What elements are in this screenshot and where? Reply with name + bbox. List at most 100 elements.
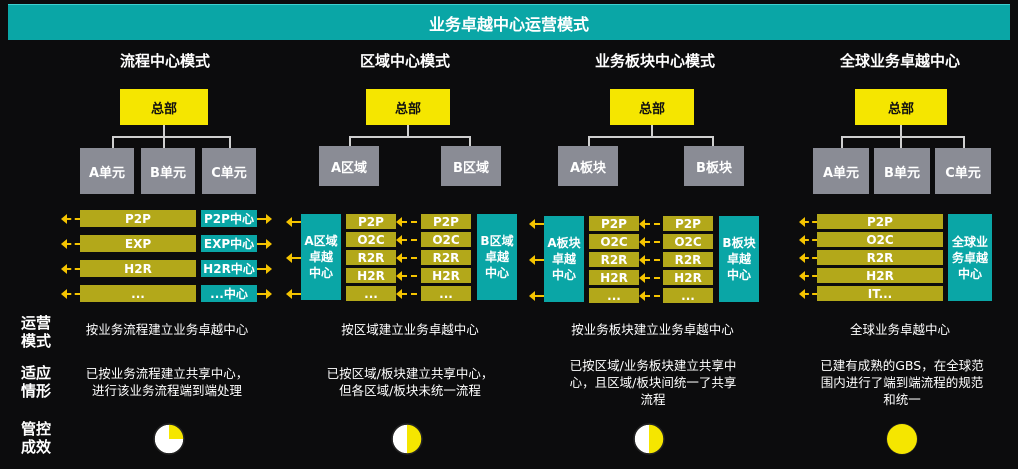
panel4-unit-b: B单元: [874, 148, 930, 194]
connector: [841, 136, 965, 138]
page-title: 业务卓越中心运营模式: [428, 14, 589, 34]
panel1-title: 流程中心模式: [119, 52, 210, 70]
arrow: [396, 235, 417, 245]
panel2-process-b: O2C: [421, 232, 471, 247]
panel2-process-b: R2R: [421, 250, 471, 265]
panel2-fit-text: 已按区域/板块建立共享中心，但各区域/板块未统一流程: [326, 366, 494, 398]
panel3-process-b: ...: [663, 288, 713, 303]
panel1-unit-b: B单元: [141, 148, 195, 194]
panel4-unit-a: A单元: [813, 148, 869, 194]
arrow: [799, 217, 817, 227]
panel4-hq-box: 总部: [855, 89, 947, 125]
panel1-process: ...: [80, 285, 196, 302]
arrow: [396, 253, 417, 263]
panel1-ops-text: 按业务流程建立业务卓越中心: [85, 322, 249, 337]
arrow: [257, 264, 272, 274]
panel1-center: ...中心: [201, 285, 257, 302]
title-banner: 业务卓越中心运营模式: [8, 4, 1010, 40]
arrow: [286, 217, 301, 227]
connector: [163, 136, 165, 148]
arrow: [799, 271, 817, 281]
arrow: [286, 289, 301, 299]
panel3-process-a: P2P: [589, 216, 639, 231]
connector: [349, 136, 471, 138]
panel2-center-a: A区域卓越中心: [301, 214, 341, 300]
connector: [841, 136, 843, 148]
panel3-hq-box: 总部: [610, 89, 694, 125]
panel1-unit-a: A单元: [80, 148, 134, 194]
arrow: [61, 214, 80, 224]
panel2-unit-a: A区域: [319, 146, 379, 186]
panel1-center: P2P中心: [201, 210, 257, 227]
panel4-unit-c: C单元: [935, 148, 991, 194]
panel2-process-a: ...: [346, 286, 396, 301]
panel1-unit-c: C单元: [202, 148, 256, 194]
panel4-harvey-ball-icon: [886, 423, 918, 455]
panel3-ops-text: 按业务板块建立业务卓越中心: [571, 322, 734, 337]
panel2-process-a: H2R: [346, 268, 396, 283]
panel1-hq-box: 总部: [120, 89, 208, 125]
connector: [349, 136, 351, 146]
panel4-process: H2R: [817, 268, 943, 283]
connector: [163, 125, 165, 137]
connector: [963, 136, 965, 148]
panel4-title: 全球业务卓越中心: [839, 52, 960, 70]
panel2-process-b: H2R: [421, 268, 471, 283]
panel1-process: H2R: [80, 260, 196, 277]
arrow: [799, 253, 817, 263]
panel4-fit-text: 已建有成熟的GBS，在全球范围内进行了端到端流程的规范和统一: [820, 358, 984, 407]
panel1-fit-text: 已按业务流程建立共享中心，进行该业务流程端到端处理: [85, 366, 249, 398]
arrow: [639, 237, 660, 247]
arrow: [257, 289, 272, 299]
panel4-process: R2R: [817, 250, 943, 265]
connector: [900, 136, 902, 148]
arrow: [799, 235, 817, 245]
panel3-fit-text: 已按区域/业务板块建立共享中心，且区域/板块间统一了共享流程: [569, 358, 737, 407]
panel3-process-a: O2C: [589, 234, 639, 249]
row-label-control: 管控成效: [20, 420, 51, 456]
panel2-process-b: P2P: [421, 214, 471, 229]
connector: [588, 136, 714, 138]
panel2-process-a: O2C: [346, 232, 396, 247]
panel1-process: EXP: [80, 235, 196, 252]
panel2-ops-text: 按区域建立业务卓越中心: [341, 322, 479, 337]
connector: [407, 125, 409, 137]
connector: [229, 136, 231, 148]
panel2-harvey-ball-icon: [391, 423, 423, 455]
panel3-process-a: H2R: [589, 270, 639, 285]
panel2-process-b: ...: [421, 286, 471, 301]
connector: [900, 125, 902, 137]
panel3-process-b: R2R: [663, 252, 713, 267]
panel2-process-a: P2P: [346, 214, 396, 229]
arrow: [639, 273, 660, 283]
arrow: [61, 289, 80, 299]
row-label-ops: 运营模式: [20, 314, 51, 350]
panel4-process: P2P: [817, 214, 943, 229]
arrow: [529, 255, 544, 265]
arrow: [639, 219, 660, 229]
panel3-center-a: A板块卓越中心: [544, 216, 584, 302]
arrow: [529, 291, 544, 301]
panel3-unit-a: A板块: [558, 146, 618, 186]
arrow: [529, 219, 544, 229]
arrow: [257, 239, 272, 249]
arrow: [639, 291, 660, 301]
arrow: [799, 289, 817, 299]
panel1-process: P2P: [80, 210, 196, 227]
row-label-fit: 适应情形: [20, 364, 51, 400]
arrow: [396, 289, 417, 299]
connector: [712, 136, 714, 146]
panel3-process-a: ...: [589, 288, 639, 303]
connector: [588, 136, 590, 146]
connector: [651, 125, 653, 137]
panel3-harvey-ball-icon: [633, 423, 665, 455]
arrow: [257, 214, 272, 224]
panel3-process-b: O2C: [663, 234, 713, 249]
arrow: [286, 253, 301, 263]
panel2-center-b: B区域卓越中心: [477, 214, 517, 300]
panel4-ops-text: 全球业务卓越中心: [849, 322, 950, 337]
panel1-center: H2R中心: [201, 260, 257, 277]
panel2-unit-b: B区域: [441, 146, 501, 186]
panel4-process: O2C: [817, 232, 943, 247]
arrow: [396, 217, 417, 227]
